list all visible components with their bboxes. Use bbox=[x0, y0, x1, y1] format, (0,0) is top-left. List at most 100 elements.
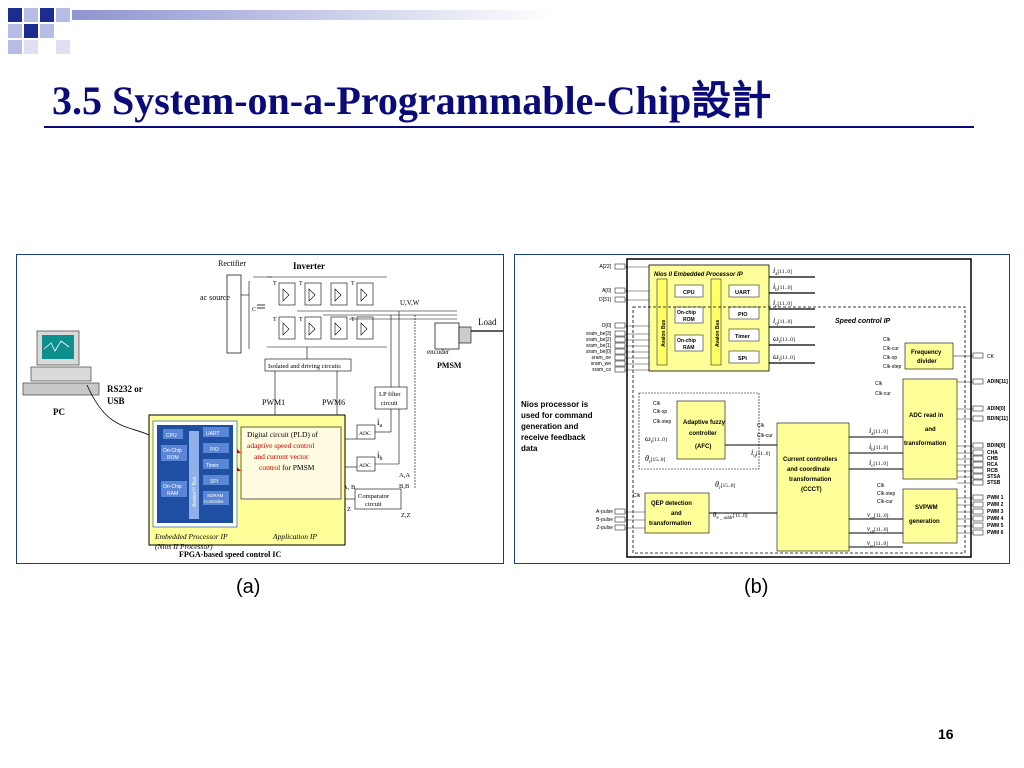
nios-note-5: data bbox=[521, 444, 538, 453]
caption-a: (a) bbox=[236, 576, 261, 598]
a-uart-label: UART bbox=[206, 431, 220, 437]
pin-sram-be0: sram_be[0] bbox=[586, 349, 612, 355]
speed-control-ip-area bbox=[632, 306, 966, 554]
qep-block bbox=[644, 492, 710, 534]
a-onchip-ram-label-2: RAM bbox=[167, 491, 178, 497]
adc-read-label-2: and bbox=[925, 427, 936, 433]
pulse-z: Z-pulse bbox=[596, 525, 613, 531]
afc-theta-in: θr[15..0] bbox=[645, 454, 665, 465]
pin-sram-be3: sram_be[3] bbox=[586, 331, 612, 337]
b-rom-label-1: On-chip bbox=[677, 310, 696, 316]
a-timer-label: Timer bbox=[206, 463, 219, 469]
fpga-ic-label: FPGA-based speed control IC bbox=[179, 550, 282, 559]
adc-read-label-1: ADC read in bbox=[909, 413, 944, 419]
pin-sram-cs: sram_cs bbox=[592, 367, 611, 373]
theta-addr-signal: θe _ addr[11..0] bbox=[713, 511, 748, 521]
iq-star-signal: iq[11..0] bbox=[751, 448, 770, 459]
a-sdram-label-1: SDRAM bbox=[207, 493, 224, 498]
freq-div-label-1: Frequency bbox=[911, 350, 942, 356]
svpwm-label-2: generation bbox=[909, 519, 940, 525]
ccct-label-4: (CCCT) bbox=[801, 487, 822, 493]
a-abar-label: A,A bbox=[399, 472, 410, 479]
svpwm-clk-step: Clk-step bbox=[877, 491, 896, 497]
a-pio-label: PIO bbox=[210, 447, 219, 453]
ck-pin: CK bbox=[987, 354, 995, 360]
digital-circuit-label-3: and current vector bbox=[254, 452, 309, 461]
afc-clk-sp: Clk-sp bbox=[653, 409, 667, 415]
afc-block bbox=[676, 400, 726, 460]
adc-label-2: ADC bbox=[359, 463, 371, 469]
adc-clk-cur: Clk-cur bbox=[875, 391, 891, 397]
corner-square-light-7 bbox=[56, 40, 70, 54]
pin-sram-be1: sram_be[1] bbox=[586, 343, 612, 349]
b-pio-label: PIO bbox=[738, 312, 748, 318]
uvw-label: U,V,W bbox=[400, 299, 420, 307]
pin-adin11: ADIN[11] bbox=[987, 379, 1008, 385]
pin-rca: RCA bbox=[987, 462, 998, 468]
lp-filter-label-1: LP filter bbox=[379, 391, 401, 398]
a-avalon-bus-label: Avalon™ Bus bbox=[192, 476, 198, 507]
address-pins: A[22] A[0] D[31] D[0] sram_be[3] sram_be… bbox=[586, 264, 612, 373]
usb-cable bbox=[86, 384, 150, 436]
pwm-pins: PWM 1 PWM 2 PWM 3 PWM 4 PWM 5 PWM 6 bbox=[987, 495, 1004, 536]
application-ip-label: Application IP bbox=[272, 532, 317, 541]
nios-title: Nios II Embedded Processor IP bbox=[654, 272, 744, 278]
figure-b-diagram: Nios II Embedded Processor IP Avalon Bus… bbox=[521, 258, 1008, 558]
pin-rcb: RCB bbox=[987, 468, 998, 474]
b-timer-label: Timer bbox=[735, 334, 751, 340]
avalon-bus-left: Avalon Bus bbox=[661, 319, 667, 347]
freq-div-label-2: divider bbox=[917, 359, 937, 365]
rectifier-label: Rectifier bbox=[218, 259, 246, 268]
isolated-driving-box bbox=[264, 358, 352, 372]
pwm1-label: PWM1 bbox=[262, 398, 285, 407]
fd-clk-cur: Clk-cur bbox=[883, 346, 899, 352]
pmsm-label: PMSM bbox=[437, 361, 462, 370]
b-spi-label: SPI bbox=[738, 356, 747, 362]
slide-title: 3.5 System-on-a-Programmable-Chip設計 bbox=[52, 78, 772, 123]
switch-t4: T bbox=[273, 317, 277, 323]
fd-clk-step: Clk-step bbox=[883, 364, 902, 370]
afc-label-1: Adaptive fuzzy bbox=[683, 420, 726, 426]
switch-t3: T bbox=[351, 281, 355, 287]
isolated-driving-label: Isolated and driving circuits bbox=[268, 363, 341, 370]
digital-circuit-label-1: Digital circuit (PLD) of bbox=[247, 430, 319, 439]
nios-note-1: Nios processor is bbox=[521, 400, 589, 409]
pin-a22: A[22] bbox=[599, 264, 611, 270]
corner-square-light-5 bbox=[8, 40, 22, 54]
avalon-bus-right: Avalon Bus bbox=[715, 319, 721, 347]
pulse-a: A-pulse bbox=[596, 509, 613, 515]
ccct-block bbox=[776, 422, 850, 552]
theta-r-signal: θr[15..0] bbox=[715, 480, 735, 491]
pwm6-label: PWM6 bbox=[322, 398, 345, 407]
page-number: 16 bbox=[938, 726, 954, 742]
application-ip-box bbox=[240, 426, 342, 500]
ccct-clk-cur: Clk-cur bbox=[757, 433, 773, 439]
figure-a-diagram: Rectifier ac source C Inverter T T T T T… bbox=[22, 259, 503, 559]
usb-label: USB bbox=[107, 396, 125, 406]
ccct-ia-in: ia[11..0] bbox=[869, 426, 888, 437]
pin-bdin0: BDIN[0] bbox=[987, 443, 1006, 449]
nios-note-3: generation and bbox=[521, 422, 578, 431]
title-underline bbox=[44, 126, 974, 128]
out-iq: iq[11..0] bbox=[773, 316, 792, 327]
corner-bar-1 bbox=[72, 10, 552, 20]
out-ia: ia[11..0] bbox=[773, 266, 792, 277]
ab-label: A, B bbox=[343, 484, 356, 491]
nios-note-2: used for command bbox=[521, 411, 593, 420]
qep-label-1: QEP detection bbox=[651, 501, 692, 507]
pulse-b: B-pulse bbox=[596, 517, 613, 523]
pin-pwm2: PWM 2 bbox=[987, 502, 1004, 508]
figure-a-panel: Rectifier ac source C Inverter T T T T T… bbox=[16, 254, 504, 564]
adc-clk: Clk bbox=[875, 381, 883, 387]
load-label: Load bbox=[478, 317, 497, 327]
a-spi-label: SPI bbox=[210, 479, 218, 485]
corner-square-light-3 bbox=[8, 24, 22, 38]
ia-label: ia bbox=[377, 417, 383, 429]
switch-t1: T bbox=[273, 281, 277, 287]
z-zbar-label: Z,Z bbox=[401, 512, 411, 519]
out-ib: ib[11..0] bbox=[773, 282, 792, 293]
pc-label: PC bbox=[53, 407, 65, 417]
v-alpha-signal: vrα[11..0] bbox=[867, 511, 889, 520]
pc-icon bbox=[22, 330, 100, 396]
out-omega-r-star: ωr[11..0] bbox=[773, 352, 795, 363]
